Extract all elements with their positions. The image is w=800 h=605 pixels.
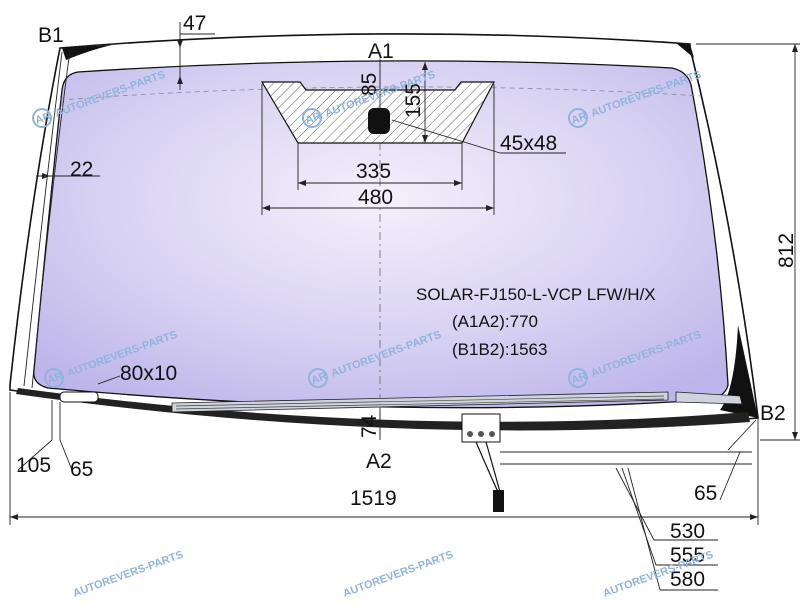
b1b2-value: (B1B2):1563 xyxy=(452,340,547,359)
dim-65-right: 65 xyxy=(694,482,717,505)
dim-335: 335 xyxy=(356,160,391,183)
watermark-8: AUTOREVERS-PARTS xyxy=(341,549,454,600)
dim-45x48: 45x48 xyxy=(500,132,557,155)
top-dashed-line xyxy=(59,86,701,101)
dim-812: 812 xyxy=(775,233,798,268)
svg-text:AR: AR xyxy=(34,110,53,127)
svg-text:AR: AR xyxy=(310,370,329,387)
watermark-7: AUTOREVERS-PARTS xyxy=(71,549,184,600)
dim-85: 85 xyxy=(358,73,381,96)
svg-text:AR: AR xyxy=(570,110,589,127)
frit-bottom-band xyxy=(16,388,750,431)
right-lower-strip xyxy=(675,391,743,405)
connector-block xyxy=(461,413,501,443)
label-a1: A1 xyxy=(368,40,394,63)
dim-47: 47 xyxy=(183,12,206,35)
vin-window xyxy=(59,391,99,403)
dim-155: 155 xyxy=(402,83,425,118)
heating-strip xyxy=(171,391,669,413)
label-a2: A2 xyxy=(366,450,392,473)
frit-bottom-right xyxy=(720,325,758,418)
connector-plug xyxy=(493,490,504,512)
a1a2-value: (A1A2):770 xyxy=(452,312,538,331)
svg-text:AR: AR xyxy=(570,370,589,387)
dim-530: 530 xyxy=(670,520,705,543)
frit-top-left xyxy=(62,45,112,60)
dim-1519: 1519 xyxy=(350,487,397,510)
label-b1: B1 xyxy=(38,24,64,47)
part-code: SOLAR-FJ150-L-VCP LFW/H/X xyxy=(416,285,656,304)
svg-text:AR: AR xyxy=(304,110,323,127)
svg-text:AR: AR xyxy=(46,370,65,387)
dim-80x10: 80x10 xyxy=(120,362,177,385)
svg-text:AUTOREVERS-PARTS: AUTOREVERS-PARTS xyxy=(71,549,184,600)
dim-105: 105 xyxy=(16,454,51,477)
dim-65-left: 65 xyxy=(70,458,93,481)
frit-top-right xyxy=(676,43,694,58)
camera-window xyxy=(368,108,390,134)
dim-480: 480 xyxy=(358,186,393,209)
dim-74: 74 xyxy=(358,414,381,438)
left-edge-line-2 xyxy=(31,49,71,389)
label-b2: B2 xyxy=(760,402,786,425)
dim-580: 580 xyxy=(670,568,705,591)
svg-text:AUTOREVERS-PARTS: AUTOREVERS-PARTS xyxy=(341,549,454,600)
dim-555: 555 xyxy=(670,544,705,567)
left-edge-line-1 xyxy=(23,51,63,387)
dim-22: 22 xyxy=(70,158,93,181)
